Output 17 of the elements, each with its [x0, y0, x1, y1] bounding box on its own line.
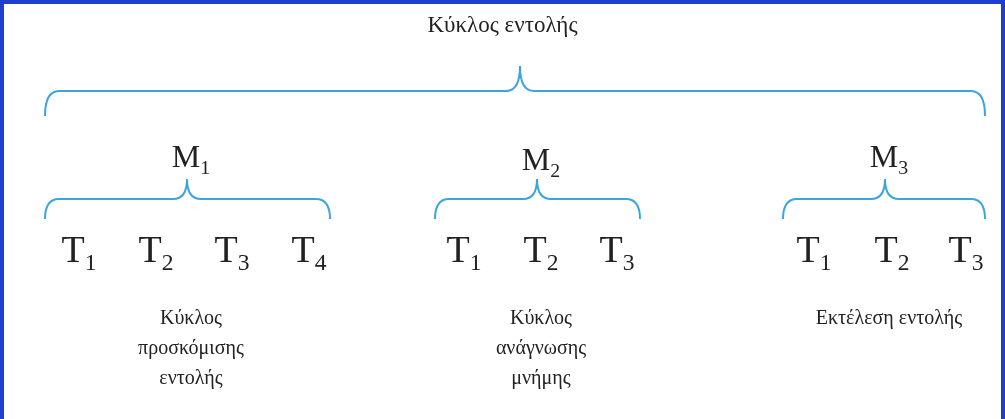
machine-cycle-label: M$_{1}$ — [171, 139, 211, 179]
machine-cycle-label: M$_{3}$ — [869, 139, 909, 179]
clock-state-label: T$_{3}$ — [214, 229, 250, 277]
clock-state-label: T$_{2}$ — [874, 229, 910, 277]
phase-caption: Κύκλος προσκόμισης εντολής — [137, 305, 245, 391]
phase-caption: Εκτέλεση εντολής — [814, 305, 964, 331]
clock-state-label: T$_{3}$ — [599, 229, 635, 277]
clock-state-label: T$_{3}$ — [948, 229, 984, 277]
clock-state-label: T$_{4}$ — [291, 229, 327, 277]
clock-state-label: T$_{2}$ — [138, 229, 174, 277]
title: Κύκλος εντολής — [427, 12, 578, 38]
phase-caption: Κύκλος ανάγνωσης μνήμης — [494, 305, 588, 391]
clock-state-label: T$_{1}$ — [796, 229, 832, 277]
clock-state-label: T$_{1}$ — [446, 229, 482, 277]
clock-state-label: T$_{2}$ — [523, 229, 559, 277]
clock-state-label: T$_{1}$ — [61, 229, 97, 277]
machine-cycle-label: M$_{2}$ — [521, 142, 561, 182]
